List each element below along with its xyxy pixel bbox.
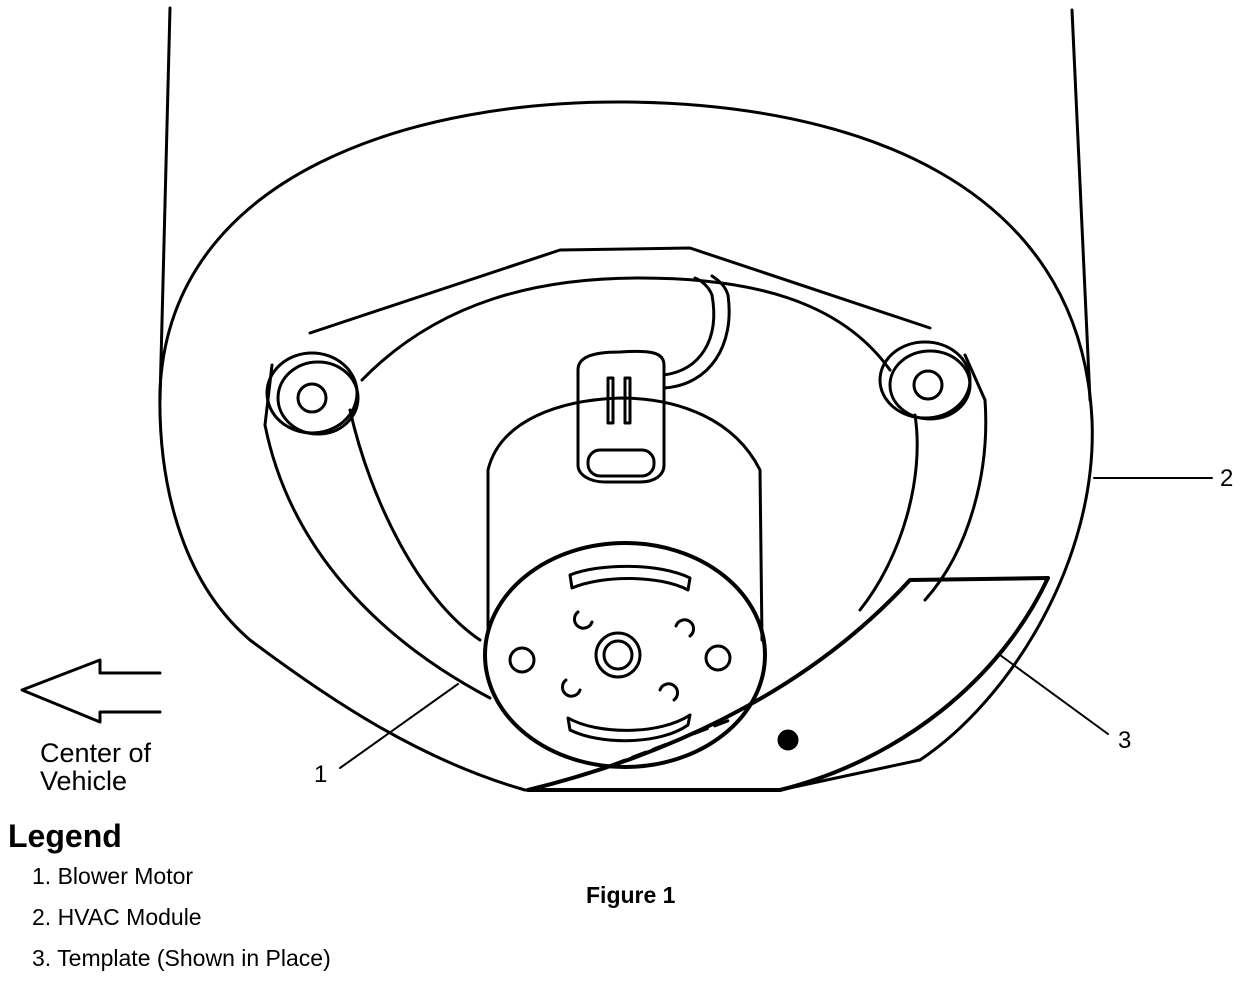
mounting-ear-right — [878, 340, 972, 421]
leader-lines — [339, 477, 1213, 769]
callout-2: 2 — [1220, 465, 1233, 492]
hvac-module — [158, 6, 1094, 792]
motor-connector — [576, 274, 731, 484]
template — [526, 576, 1050, 792]
callout-1: 1 — [314, 761, 327, 788]
direction-label-line-2: Vehicle — [40, 766, 127, 796]
mounting-ear-left — [265, 351, 360, 436]
center-of-vehicle-arrow — [20, 658, 162, 724]
blower-motor — [483, 396, 767, 769]
legend-title: Legend — [8, 818, 122, 854]
direction-label-line-1: Center of — [40, 738, 152, 768]
legend-item: 1. Blower Motor — [32, 863, 194, 889]
motor-mounting-flange — [263, 246, 988, 700]
legend-item: 3. Template (Shown in Place) — [32, 945, 331, 971]
legend-item: 2. HVAC Module — [32, 904, 202, 930]
legend: Legend 1. Blower Motor 2. HVAC Module 3.… — [8, 818, 331, 986]
callout-3: 3 — [1118, 727, 1131, 754]
figure-caption: Figure 1 — [586, 882, 676, 908]
